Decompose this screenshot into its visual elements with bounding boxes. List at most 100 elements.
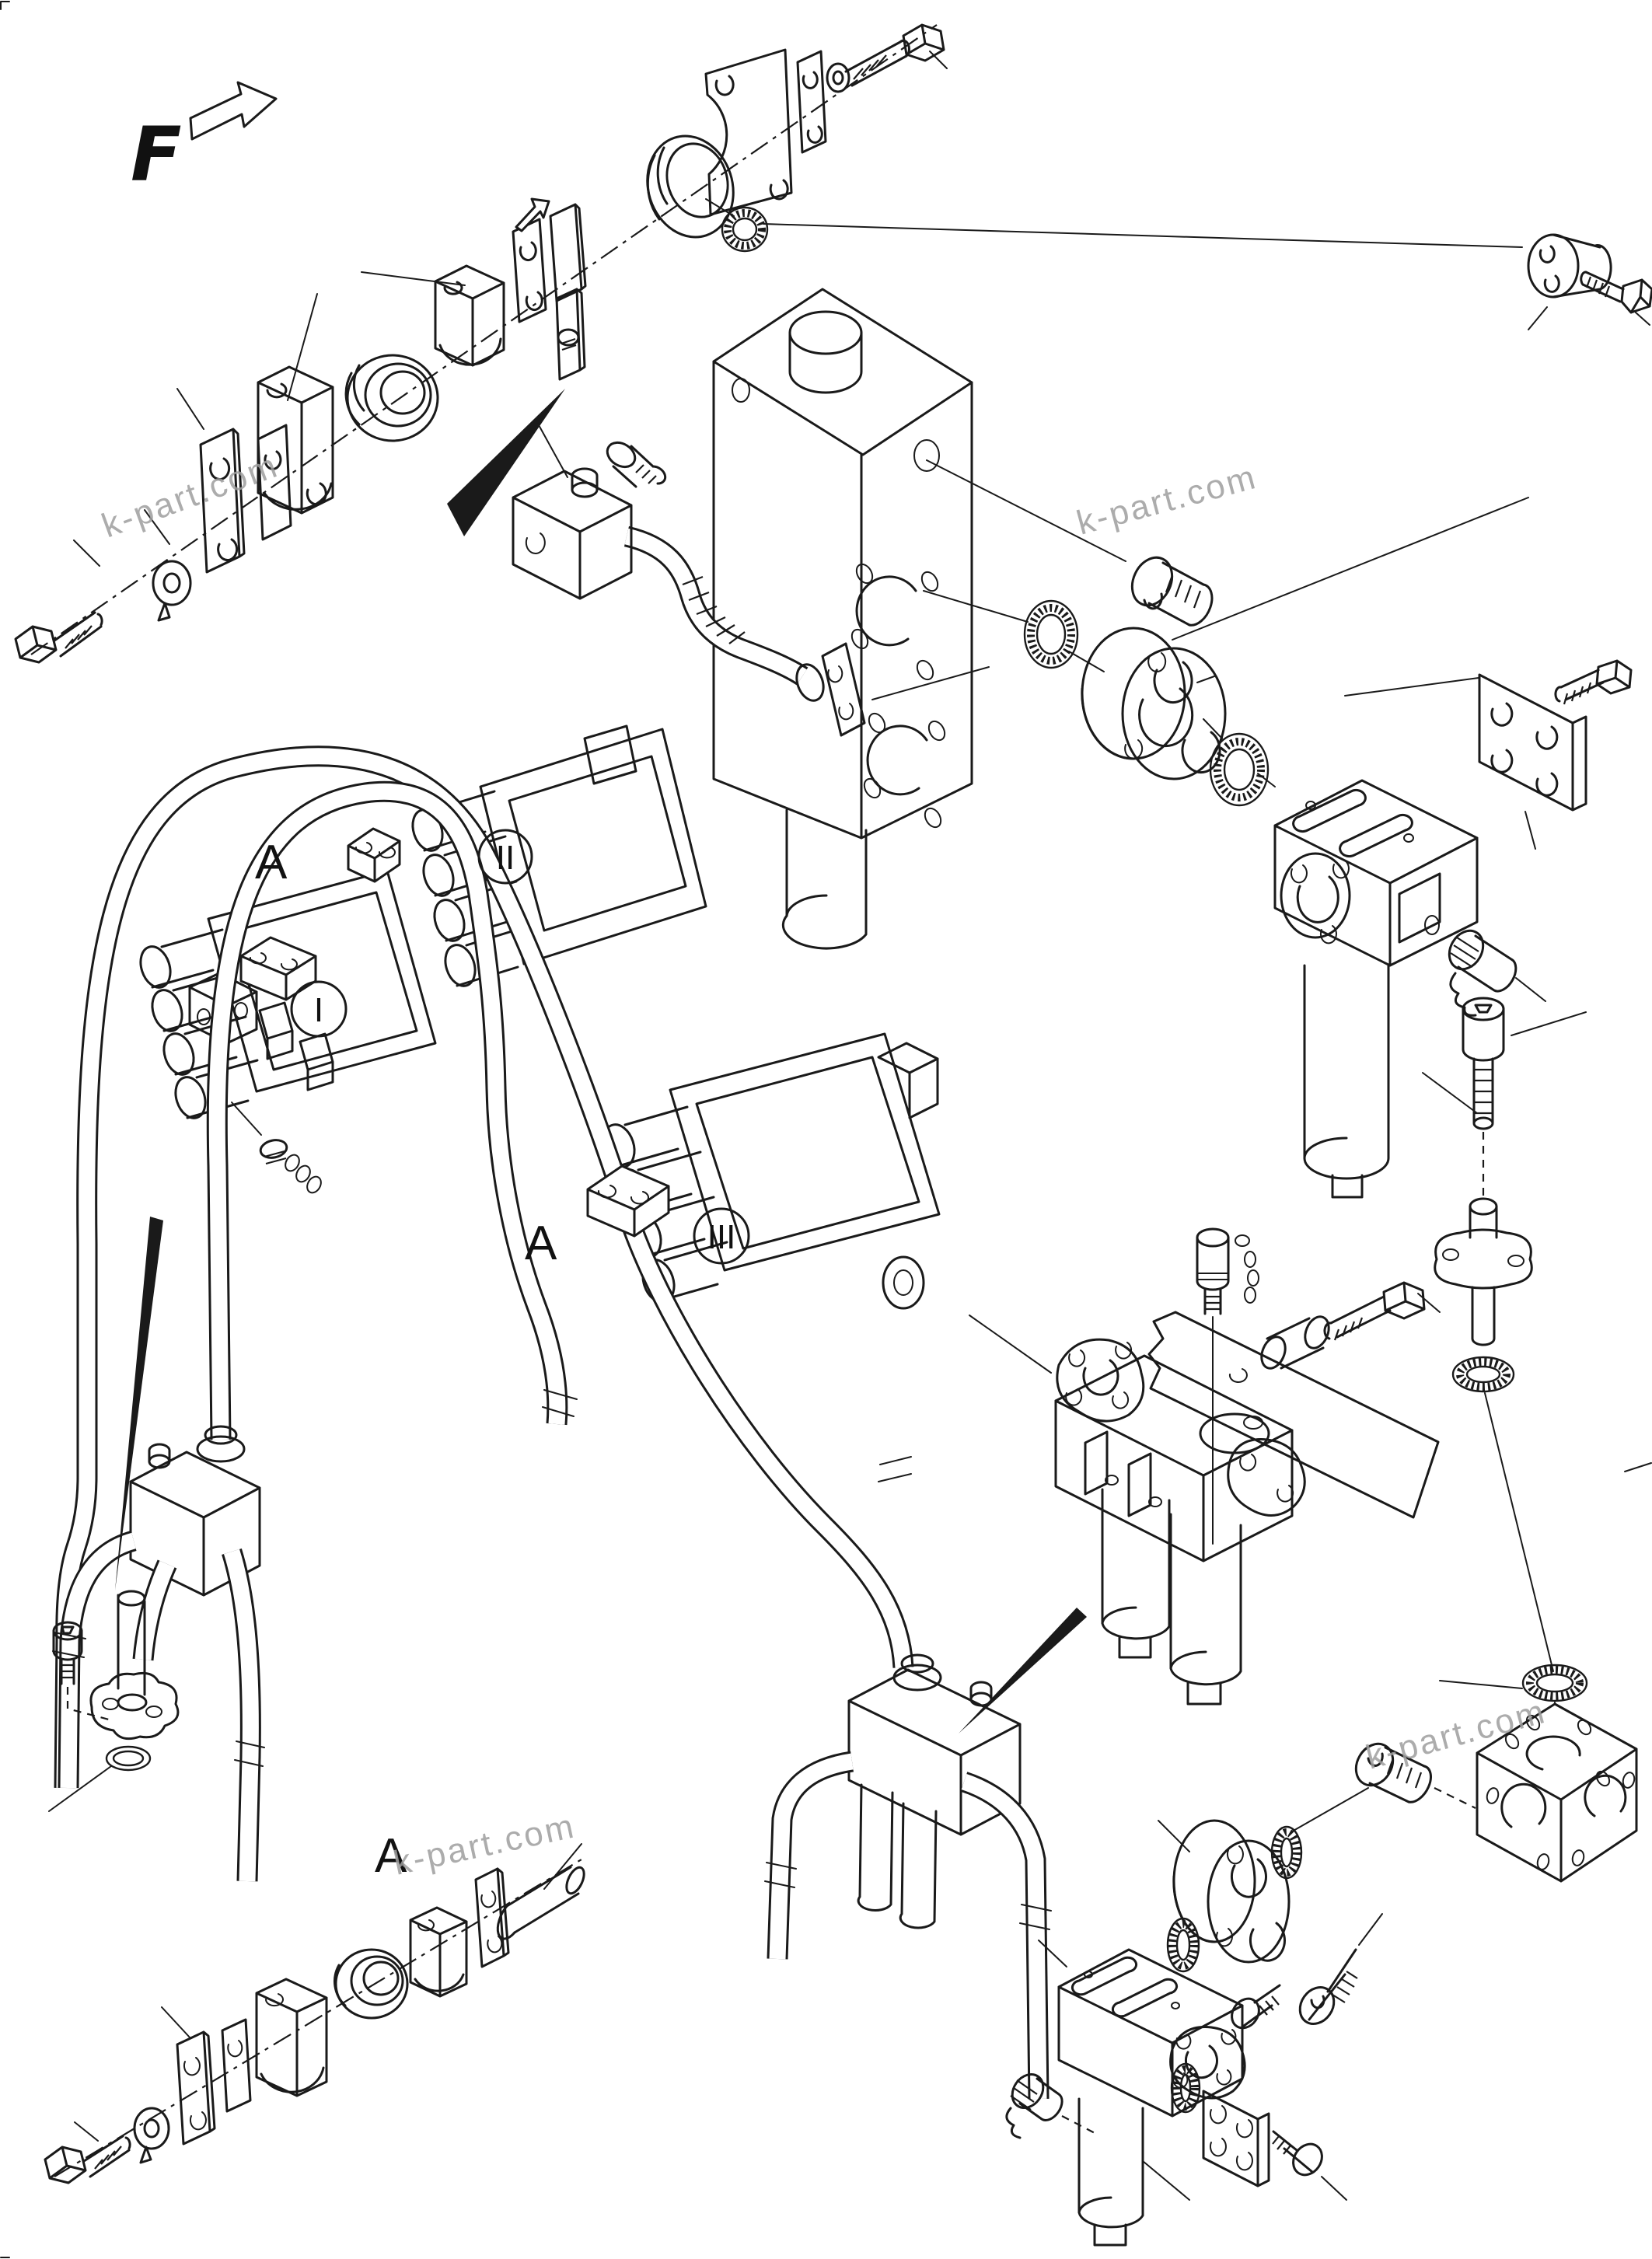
clamp-plate-icon <box>512 203 587 323</box>
hose-end-flange-icon <box>795 642 866 737</box>
main-manifold-block <box>447 288 1126 950</box>
cover-plate-icon <box>1478 673 1587 850</box>
watermark: k-part.com <box>1073 458 1261 543</box>
clamp-block-icon <box>255 1978 328 2097</box>
o-ring-icon <box>1023 599 1079 669</box>
filter-bowl-icon <box>1101 1488 1171 1659</box>
plug-fitting-icon <box>1005 2073 1098 2139</box>
tab-washer-icon <box>152 560 192 622</box>
clamp-plate-icon <box>796 50 827 154</box>
split-flange-detail <box>48 1590 180 1812</box>
group-label-1: I <box>290 980 348 1038</box>
hose-clamp-block-icon <box>239 936 317 1001</box>
return-filter-assembly <box>923 497 1633 1199</box>
duplex-filter-assembly <box>969 1227 1441 1706</box>
bottom-plug-cylinder-icon <box>781 808 868 950</box>
socket-head-bolt-icon <box>1231 1984 1281 2030</box>
port-holes-icon <box>863 712 946 829</box>
o-ring-icon <box>1209 732 1270 807</box>
zone-label-a-mid: A <box>525 1217 557 1270</box>
detail-arrow-icon <box>447 389 565 536</box>
o-ring-icon <box>1451 1356 1515 1393</box>
filter-bowl-icon <box>1303 964 1478 1199</box>
filter-head-icon <box>1273 779 1479 967</box>
group-label-3: III <box>693 1207 750 1265</box>
hex-bolt-icon <box>44 2135 131 2184</box>
hex-bolt-icon <box>1580 271 1652 314</box>
small-arrow-plate-icon <box>515 197 550 232</box>
clamp-block-icon <box>257 365 334 515</box>
clamp-block-icon <box>434 264 505 367</box>
zone-label-a-bottom: A <box>375 1829 407 1883</box>
group-label-1-text: I <box>314 991 323 1029</box>
socket-head-bolt-icon <box>606 441 667 488</box>
cover-plate-icon <box>1202 2090 1270 2187</box>
clamp-plate-icon <box>474 1867 510 1968</box>
manifold-cube-chain <box>1005 1664 1638 2247</box>
chained-cap-fitting-icon <box>231 1102 322 1194</box>
hose-collar-icon <box>334 1948 409 2020</box>
tab-washer-icon <box>133 2107 170 2164</box>
junction-block-left <box>48 1217 265 1882</box>
detail-arrow-icon <box>959 1608 1087 1734</box>
socket-head-bolt-icon <box>1130 556 1214 627</box>
o-ring-icon <box>1270 1787 1369 1880</box>
valve-bank-1 <box>139 869 437 1194</box>
socket-head-bolt-icon <box>1298 1913 1383 2025</box>
flange-bolt-chain-right <box>1434 997 1652 1672</box>
hose-clamp-exploded-assembly-bottom <box>44 1843 585 2184</box>
clamp-block-icon <box>409 1906 468 1998</box>
zone-label-a-top: A <box>255 836 288 889</box>
inlet-flange-icon <box>1056 1338 1145 1423</box>
hose-clamp-block-icon <box>347 827 401 883</box>
hose-collar-icon <box>344 354 439 442</box>
group-label-2: II <box>477 829 533 885</box>
elbow-hoses-icon <box>52 1530 265 1882</box>
crop-marks <box>0 1 10 2258</box>
filter-bowl-icon <box>1169 1513 1242 1706</box>
socket-head-bolt-icon <box>1354 1742 1476 1809</box>
view-direction: F <box>131 81 278 198</box>
socket-head-bolt-icon <box>1272 2130 1347 2201</box>
port-cube-icon <box>1476 1702 1638 1883</box>
pipe-stub-icon <box>496 1866 585 1940</box>
group-label-3-text: III <box>707 1218 736 1256</box>
pilot-block-and-hose <box>512 423 990 737</box>
hose-collar-icon <box>646 134 735 239</box>
watermark: k-part.com <box>390 1807 579 1882</box>
o-ring-icon <box>1170 2062 1201 2114</box>
plug-fitting-icon <box>1448 929 1546 1017</box>
spacer-cylinder-icon <box>1260 1315 1330 1370</box>
mounting-plate-icon <box>1147 1311 1440 1519</box>
pilot-block-icon <box>512 467 633 600</box>
flange-bushing-icon <box>1527 233 1612 299</box>
hex-bolt-icon <box>1323 1281 1441 1341</box>
hex-bolt-icon <box>14 611 103 664</box>
hex-bolt-icon <box>844 23 945 87</box>
group-label-2-text: II <box>496 839 515 877</box>
o-ring-icon <box>721 206 769 253</box>
clamp-plate-icon <box>199 424 292 574</box>
clamp-half-icon <box>704 48 793 216</box>
hex-bolt-icon <box>1554 659 1633 705</box>
split-flange-icon <box>89 1671 180 1741</box>
breather-valve-icon <box>1196 1227 1259 1545</box>
pipe-stub-icon <box>117 1590 146 1696</box>
elbow-hoses-icon <box>764 1751 1052 2100</box>
hose-arc-inner <box>206 780 568 1440</box>
socket-head-bolt-icon <box>52 1621 110 1721</box>
detail-arrow-icon <box>115 1217 163 1590</box>
port-holes-icon <box>850 563 939 681</box>
flange-adapter-icon <box>1434 1197 1533 1346</box>
labels: A A A I II III <box>255 829 750 1883</box>
junction-block-bottom <box>764 1608 1087 2100</box>
duplex-filter-head-icon <box>1054 1338 1306 1562</box>
clamp-plate-icon <box>176 2018 252 2146</box>
outlet-flange-icon <box>1227 1438 1306 1517</box>
filter-head-icon <box>1038 1940 1246 2118</box>
oring-flange-bolt-top-right <box>705 198 1652 330</box>
hose-arcs <box>54 745 914 1789</box>
plate-and-screw-icon <box>555 288 586 381</box>
